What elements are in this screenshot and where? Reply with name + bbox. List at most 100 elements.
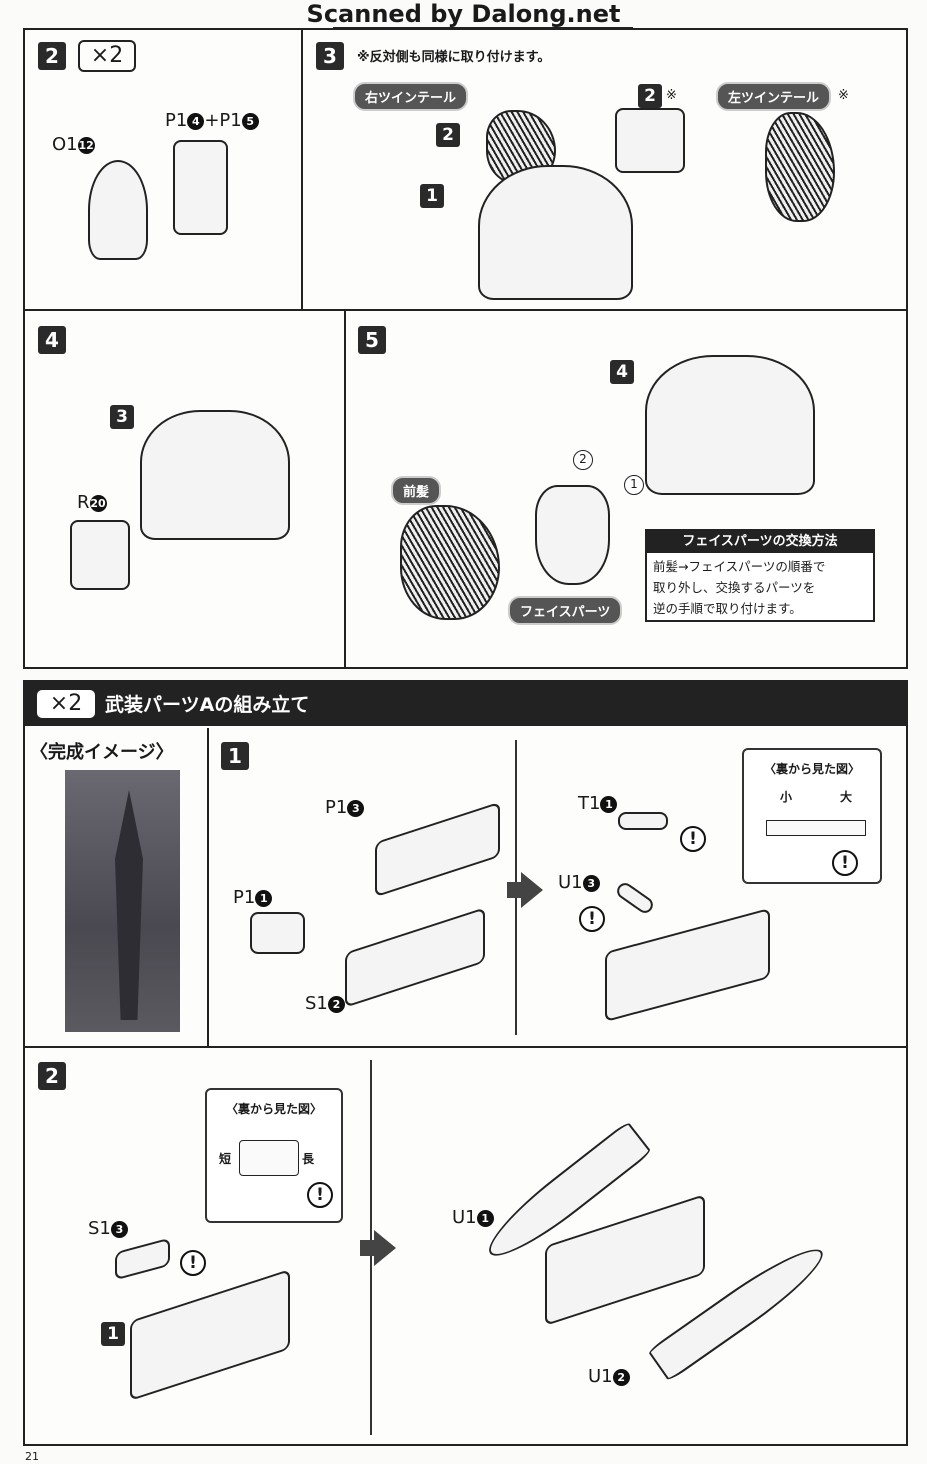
step-badge: 1: [221, 742, 249, 770]
step-note: ※反対側も同様に取り付けます。: [357, 50, 551, 65]
inset-title: 〈裏から見た図〉: [763, 762, 860, 776]
bangs-illustration: [400, 505, 500, 620]
caution-icon: !: [307, 1182, 333, 1208]
head-illustration: [140, 410, 290, 540]
part-number: 2: [612, 1368, 630, 1386]
caution-icon: !: [832, 850, 858, 876]
part-code: P1: [165, 110, 188, 131]
info-box: フェイスパーツの交換方法 前髪→フェイスパーツの順番で 取り外し、交換するパーツ…: [645, 529, 875, 622]
ref-badge: 4: [610, 360, 634, 384]
step-badge: 2: [38, 42, 66, 70]
multiplier-badge: ×2: [78, 40, 136, 72]
part-number: 12: [77, 136, 95, 154]
label-short: 短: [219, 1152, 232, 1166]
label-small: 小: [780, 790, 793, 804]
part-code: U1: [588, 1366, 613, 1387]
part-p1-illustration: [173, 140, 228, 235]
part-number: 5: [241, 112, 259, 130]
part-number: 3: [347, 799, 365, 817]
completed-image-label: 〈完成イメージ〉: [30, 742, 174, 763]
part-code: U1: [452, 1207, 477, 1228]
step-badge: 3: [316, 42, 344, 70]
part-label-o1: O112: [52, 134, 95, 155]
head-illustration: [645, 355, 815, 495]
ref-badge: 3: [110, 405, 134, 429]
watermark-underline: [333, 27, 633, 29]
section-header: ×2 武装パーツAの組み立て: [23, 680, 908, 728]
part-number: 4: [187, 112, 205, 130]
part-code: S1: [305, 993, 328, 1014]
ref-badge: 1: [101, 1322, 125, 1346]
part-code: P1: [325, 797, 348, 818]
connector-illustration: [615, 108, 685, 173]
info-line: 取り外し、交換するパーツを: [653, 580, 816, 595]
ref-badge: 1: [420, 184, 444, 208]
label-long: 長: [302, 1152, 315, 1166]
info-line: 前髪→フェイスパーツの順番で: [653, 559, 826, 574]
arrow-right-icon: [521, 872, 543, 908]
part-code: T1: [578, 793, 601, 814]
part-label-r: R20: [77, 492, 107, 513]
arrow-right-icon: [507, 882, 521, 898]
inset-back-view: 〈裏から見た図〉 小 大 !: [742, 748, 882, 884]
head-illustration: [478, 165, 633, 300]
ref-badge: 2: [436, 123, 460, 147]
order-number: 2: [573, 450, 593, 470]
part-number: 20: [89, 494, 107, 512]
back-view-part: [239, 1140, 299, 1176]
weapon-photo-shape: [115, 790, 143, 1020]
part-o1-illustration: [88, 160, 148, 260]
multiplier-badge: ×2: [37, 690, 95, 718]
section-title: 武装パーツAの組み立て: [105, 694, 310, 716]
page-number: 21: [25, 1450, 39, 1463]
note-mark: ※: [838, 88, 849, 103]
step2-panel: [23, 28, 303, 311]
part-number: 1: [476, 1209, 494, 1227]
part-number: 1: [255, 889, 273, 907]
part-number: 3: [110, 1220, 128, 1238]
label-face-parts: フェイスパーツ: [508, 596, 623, 625]
ref-badge: 2: [638, 84, 662, 108]
part-code: P1: [233, 887, 256, 908]
step-badge: 2: [38, 1062, 66, 1090]
part-code: P1: [219, 110, 242, 131]
inset-title: 〈裏から見た図〉: [225, 1102, 322, 1116]
step-badge: 4: [38, 326, 66, 354]
completed-image-photo: [65, 770, 180, 1032]
label-right-twintail: 右ツインテール: [353, 82, 469, 111]
plus-sign: +: [204, 110, 220, 131]
part-code: S1: [88, 1218, 111, 1239]
label-bangs: 前髪: [391, 476, 442, 505]
part-code: R: [77, 492, 90, 513]
face-parts-illustration: [535, 485, 610, 585]
twintail-illustration: [765, 112, 835, 222]
label-left-twintail: 左ツインテール: [716, 82, 832, 111]
part-code: O1: [52, 134, 78, 155]
caution-icon: !: [579, 906, 605, 932]
inset-back-view: 〈裏から見た図〉 短 長 !: [205, 1088, 343, 1223]
part-number: 1: [600, 795, 618, 813]
part-t11-illustration: [618, 812, 668, 830]
caution-icon: !: [180, 1250, 206, 1276]
info-title: フェイスパーツの交換方法: [647, 531, 873, 553]
step-badge: 5: [358, 326, 386, 354]
back-view-part: [766, 820, 866, 836]
label-large: 大: [840, 790, 853, 804]
order-number: 1: [624, 475, 644, 495]
part-number: 3: [582, 874, 600, 892]
part-code: U1: [558, 872, 583, 893]
part-r-illustration: [70, 520, 130, 590]
info-line: 逆の手順で取り付けます。: [653, 601, 802, 616]
watermark: Scanned by Dalong.net: [306, 0, 621, 28]
arrow-right-icon: [374, 1230, 396, 1266]
part-p11-illustration: [250, 912, 305, 954]
